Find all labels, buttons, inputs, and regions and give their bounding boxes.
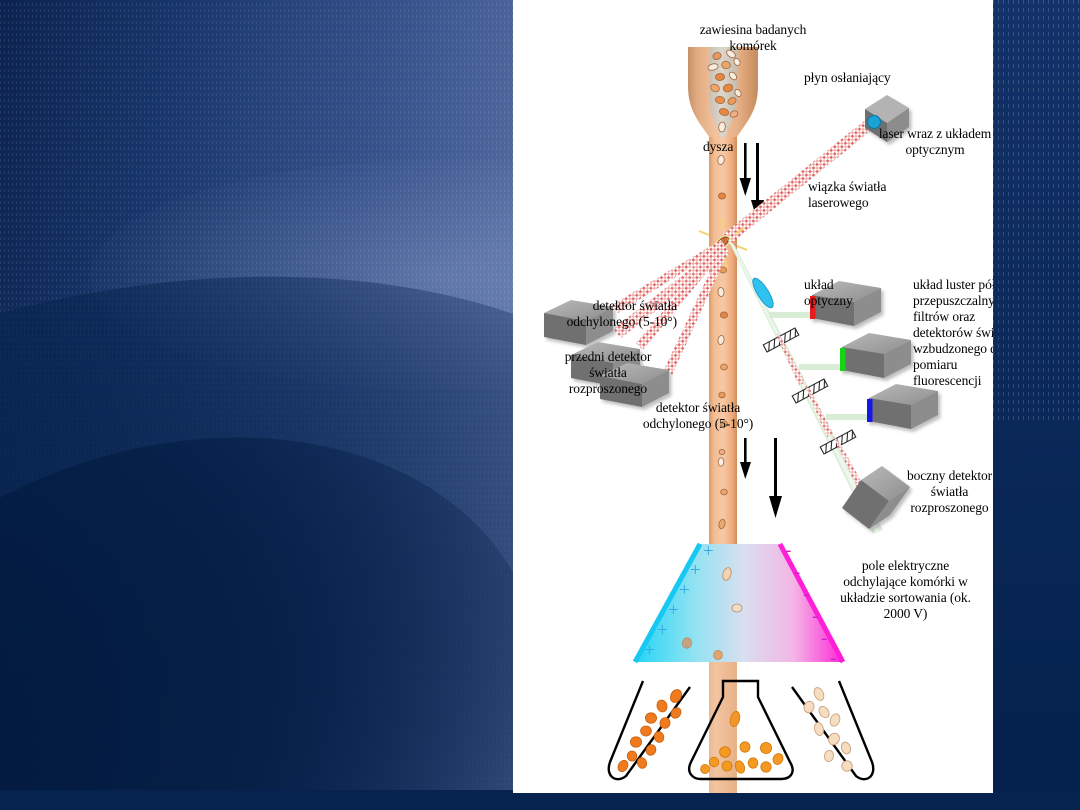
electric-field-region [632,542,846,664]
label-optical-system: układ optyczny [804,277,853,308]
label-side-scatter-detector: boczny detektor światła rozproszonego [906,468,993,515]
plus-sign-icon: + [644,640,655,661]
laser-aperture-icon [866,114,882,130]
laser-source [865,95,909,142]
label-laser-unit: laser wraz z układem optycznym [878,126,992,157]
scattered-light-beams [612,240,729,375]
plate-negative [777,542,846,664]
label-forward-scatter-detector: przedni detektor światła rozproszonego [564,349,652,396]
optical-lens [752,277,774,309]
flow-arrow-lower-long [769,438,782,518]
plate-positive [632,542,703,664]
filter-red [810,296,816,319]
plus-sign-icon: + [703,541,714,562]
fluorescence-detector-green [840,333,911,378]
collection-tube-left [607,680,691,781]
label-mirror-filter-system: układ luster pół- przepuszczalnych, filt… [913,277,993,388]
plus-sign-icon: + [679,580,690,601]
minus-sign-icon: - [821,628,828,649]
flow-arrow-nozzle-short [739,143,751,196]
flow-cytometer-diagram [544,47,938,793]
label-nozzle: dysza [703,139,734,154]
slide-background-right-band [988,0,1080,810]
sorted-cells-left [617,689,682,773]
label-electric-field: pole elektryczne odchylające komórki w u… [840,558,971,621]
plus-sign-icon: + [657,620,668,641]
minus-sign-icon: - [785,540,792,561]
label-sheath-fluid: płyn osłaniający [804,70,891,85]
minus-sign-icon: - [830,648,837,669]
laser-beam-incoming [721,120,873,245]
sorted-cells-center [700,710,784,775]
label-sample-suspension: zawiesina badanych komórek [699,22,807,53]
detector-scatter-2 [600,363,669,407]
slide-background-right-band-texture [988,0,1080,420]
label-scatter-detector-2: detektor światła odchylonego (5-10°) [642,400,754,431]
cells-in-stream [717,154,729,530]
slide-background-bottom-band [0,790,1080,810]
fluorescence-path-laser-overlay [775,332,865,492]
label-scatter-detector-1: detektor światła odchylonego (5-10°) [566,298,677,329]
filter-green [840,348,846,371]
plus-sign-icon: + [690,560,701,581]
filter-blue [867,399,873,422]
fluorescence-detector-red [810,281,881,326]
minus-sign-icon: - [803,584,810,605]
collection-flask-center [687,679,794,781]
flow-arrow-lower-short [740,438,751,479]
plus-sign-icon: + [668,600,679,621]
collection-vessels [607,679,875,781]
content-panel: zawiesina badanych komórek płyn osłaniaj… [513,0,993,793]
minus-sign-icon: - [812,606,819,627]
collection-tube-right [791,680,875,781]
detector-side-scatter [842,466,910,529]
minus-sign-icon: - [794,562,801,583]
label-laser-beam: wiązka światła laserowego [808,179,887,210]
fluorescence-detector-blue [867,384,938,429]
detector-scatter-1 [544,300,613,345]
sorted-cells-right [803,687,853,772]
cells-in-sample [707,49,742,133]
